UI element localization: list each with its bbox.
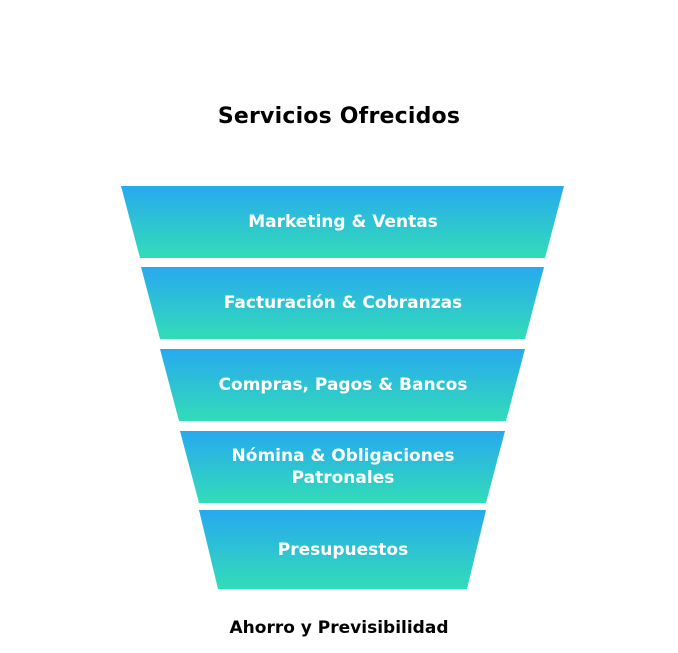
- funnel-stage-5-label: Presupuestos: [277, 539, 409, 560]
- page-title: Servicios Ofrecidos: [217, 104, 461, 129]
- funnel-stage-3-label: Compras, Pagos & Bancos: [218, 375, 468, 395]
- funnel-stage-1-label: Marketing & Ventas: [248, 212, 438, 232]
- funnel-stage-5-shape: [199, 510, 486, 589]
- funnel-stage-1-shape: [121, 186, 564, 258]
- funnel-stage-4-label: Nómina & Obligaciones Patronales: [231, 446, 455, 488]
- funnel-stage-3-shape: [160, 349, 525, 421]
- funnel-stage-2-shape: [141, 267, 544, 339]
- funnel-stage-2-label: Facturación & Cobranzas: [223, 293, 463, 313]
- funnel-stage-4-shape: [180, 431, 505, 503]
- funnel-result-label: Ahorro y Previsibilidad: [229, 618, 449, 638]
